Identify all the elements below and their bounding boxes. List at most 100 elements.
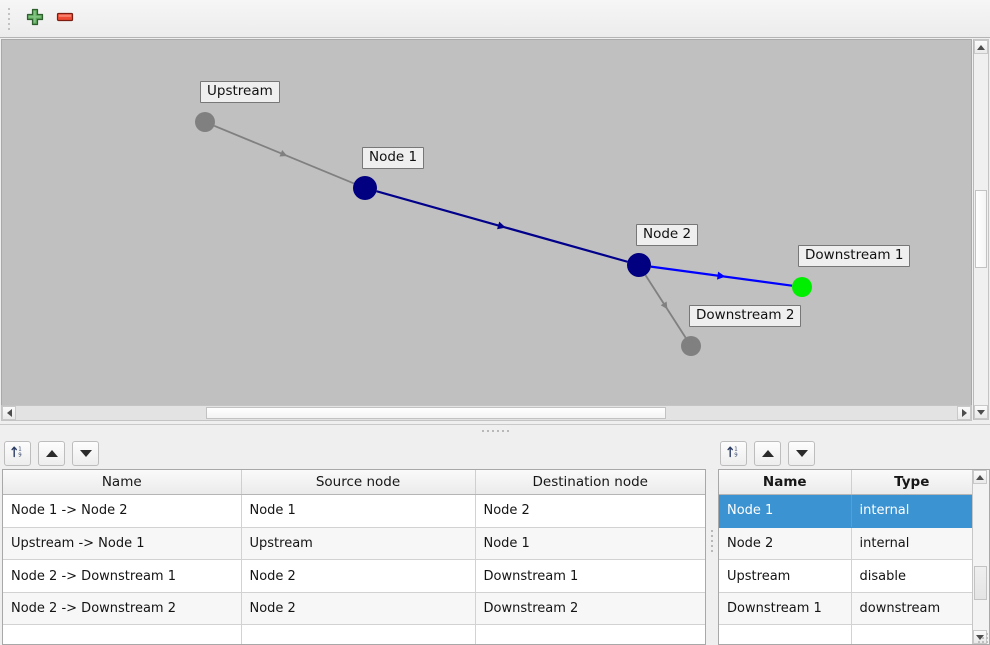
red-minus-icon	[55, 7, 75, 30]
edge-destination: Node 2	[475, 494, 705, 528]
graph-node-label-node2[interactable]: Node 2	[636, 224, 699, 246]
main-toolbar	[0, 0, 990, 38]
triangle-down-icon	[795, 449, 808, 457]
scroll-up-button[interactable]	[974, 40, 988, 54]
nodes-table-scrollbar[interactable]	[972, 470, 989, 644]
node-name: Node 2	[719, 527, 852, 561]
graph-node-label-upstream[interactable]: Upstream	[200, 81, 280, 103]
edge-name: Node 2 -> Downstream 1	[3, 559, 242, 593]
horizontal-splitter[interactable]	[0, 424, 990, 437]
nodes-table-header-row: Name Type	[719, 470, 972, 495]
window-resize-grip-icon[interactable]	[976, 631, 988, 643]
svg-text:9: 9	[18, 452, 22, 458]
graph-edge-arrow-upstream-node1	[279, 150, 288, 157]
nodes-pane: 1 9 Name	[716, 437, 990, 645]
graph-edge-arrow-node1-node2	[497, 221, 506, 230]
node-name: Node 1	[719, 494, 852, 528]
edges-column-source[interactable]: Source node	[241, 470, 476, 495]
edge-name: Upstream -> Node 1	[3, 527, 242, 561]
remove-node-button[interactable]	[50, 4, 80, 34]
graph-node-upstream[interactable]	[195, 112, 215, 132]
empty-cell	[851, 625, 972, 644]
svg-text:1: 1	[734, 447, 737, 453]
empty-cell	[3, 624, 242, 644]
node-name: Downstream 1	[719, 592, 852, 626]
node-type: internal	[851, 527, 972, 561]
graph-node-downstream1[interactable]	[792, 277, 812, 297]
canvas-horizontal-scroll-thumb[interactable]	[206, 407, 666, 419]
splitter-grip-icon	[481, 430, 509, 432]
canvas-vertical-scrollbar[interactable]	[973, 39, 989, 420]
edge-source: Upstream	[241, 527, 476, 561]
graph-node-node2[interactable]	[627, 253, 651, 277]
edge-destination: Downstream 1	[475, 559, 705, 593]
nodes-move-up-button[interactable]	[754, 440, 781, 466]
graph-node-label-node1[interactable]: Node 1	[362, 147, 425, 169]
nodes-sort-button[interactable]: 1 9	[720, 440, 747, 466]
nodes-table-empty-row	[719, 624, 972, 644]
canvas-vertical-scroll-thumb[interactable]	[975, 190, 987, 268]
graph-edge-arrow-node2-downstream1	[716, 271, 726, 280]
node-type: downstream	[851, 592, 972, 626]
nodes-column-type[interactable]: Type	[851, 470, 972, 495]
green-plus-icon	[25, 7, 45, 30]
scroll-left-button[interactable]	[2, 406, 16, 420]
edge-source: Node 1	[241, 494, 476, 528]
node-type: internal	[851, 494, 972, 528]
edges-table-empty-row	[3, 624, 705, 644]
graph-edges-layer	[195, 112, 812, 356]
edge-name: Node 1 -> Node 2	[3, 494, 242, 528]
graph-node-node1[interactable]	[353, 176, 377, 200]
svg-text:1: 1	[18, 447, 21, 453]
graph-node-downstream2[interactable]	[681, 336, 701, 356]
empty-cell	[241, 624, 476, 644]
bottom-panes: 1 9 Name	[0, 437, 990, 645]
graph-node-label-downstream1[interactable]: Downstream 1	[798, 245, 911, 267]
nodes-toolbar: 1 9	[716, 437, 990, 469]
node-name: Upstream	[719, 559, 852, 593]
svg-text:9: 9	[734, 452, 738, 458]
add-node-button[interactable]	[20, 4, 50, 34]
edges-column-name[interactable]: Name	[3, 470, 242, 495]
nodes-column-name[interactable]: Name	[719, 470, 852, 495]
edges-move-up-button[interactable]	[38, 440, 65, 466]
edges-table-header-row: Name Source node Destination node	[3, 470, 705, 495]
edges-table: Name Source node Destination node Node 1…	[3, 470, 705, 644]
graph-node-label-downstream2[interactable]: Downstream 2	[689, 305, 802, 327]
triangle-up-icon	[45, 449, 58, 457]
triangle-up-icon	[761, 449, 774, 457]
nodes-move-down-button[interactable]	[788, 440, 815, 466]
edges-sort-button[interactable]: 1 9	[4, 440, 31, 466]
triangle-down-icon	[79, 449, 92, 457]
edge-destination: Node 1	[475, 527, 705, 561]
splitter-grip-icon	[711, 530, 713, 552]
toolbar-drag-handle-icon[interactable]	[4, 6, 14, 32]
edges-pane: 1 9 Name	[0, 437, 708, 645]
graph-edge-arrow-node2-downstream2	[660, 301, 668, 310]
nodes-scroll-up-button[interactable]	[973, 470, 987, 484]
sort-ascending-icon: 1 9	[10, 444, 25, 462]
scroll-right-button[interactable]	[957, 406, 971, 420]
edges-column-destination[interactable]: Destination node	[475, 470, 705, 495]
edges-move-down-button[interactable]	[72, 440, 99, 466]
sort-ascending-icon: 1 9	[726, 444, 741, 462]
nodes-scroll-thumb[interactable]	[974, 566, 987, 600]
vertical-splitter[interactable]	[708, 437, 716, 645]
scroll-down-button[interactable]	[974, 405, 988, 419]
edges-table-container: Name Source node Destination node Node 1…	[2, 469, 706, 645]
canvas-horizontal-scrollbar[interactable]	[1, 405, 972, 421]
